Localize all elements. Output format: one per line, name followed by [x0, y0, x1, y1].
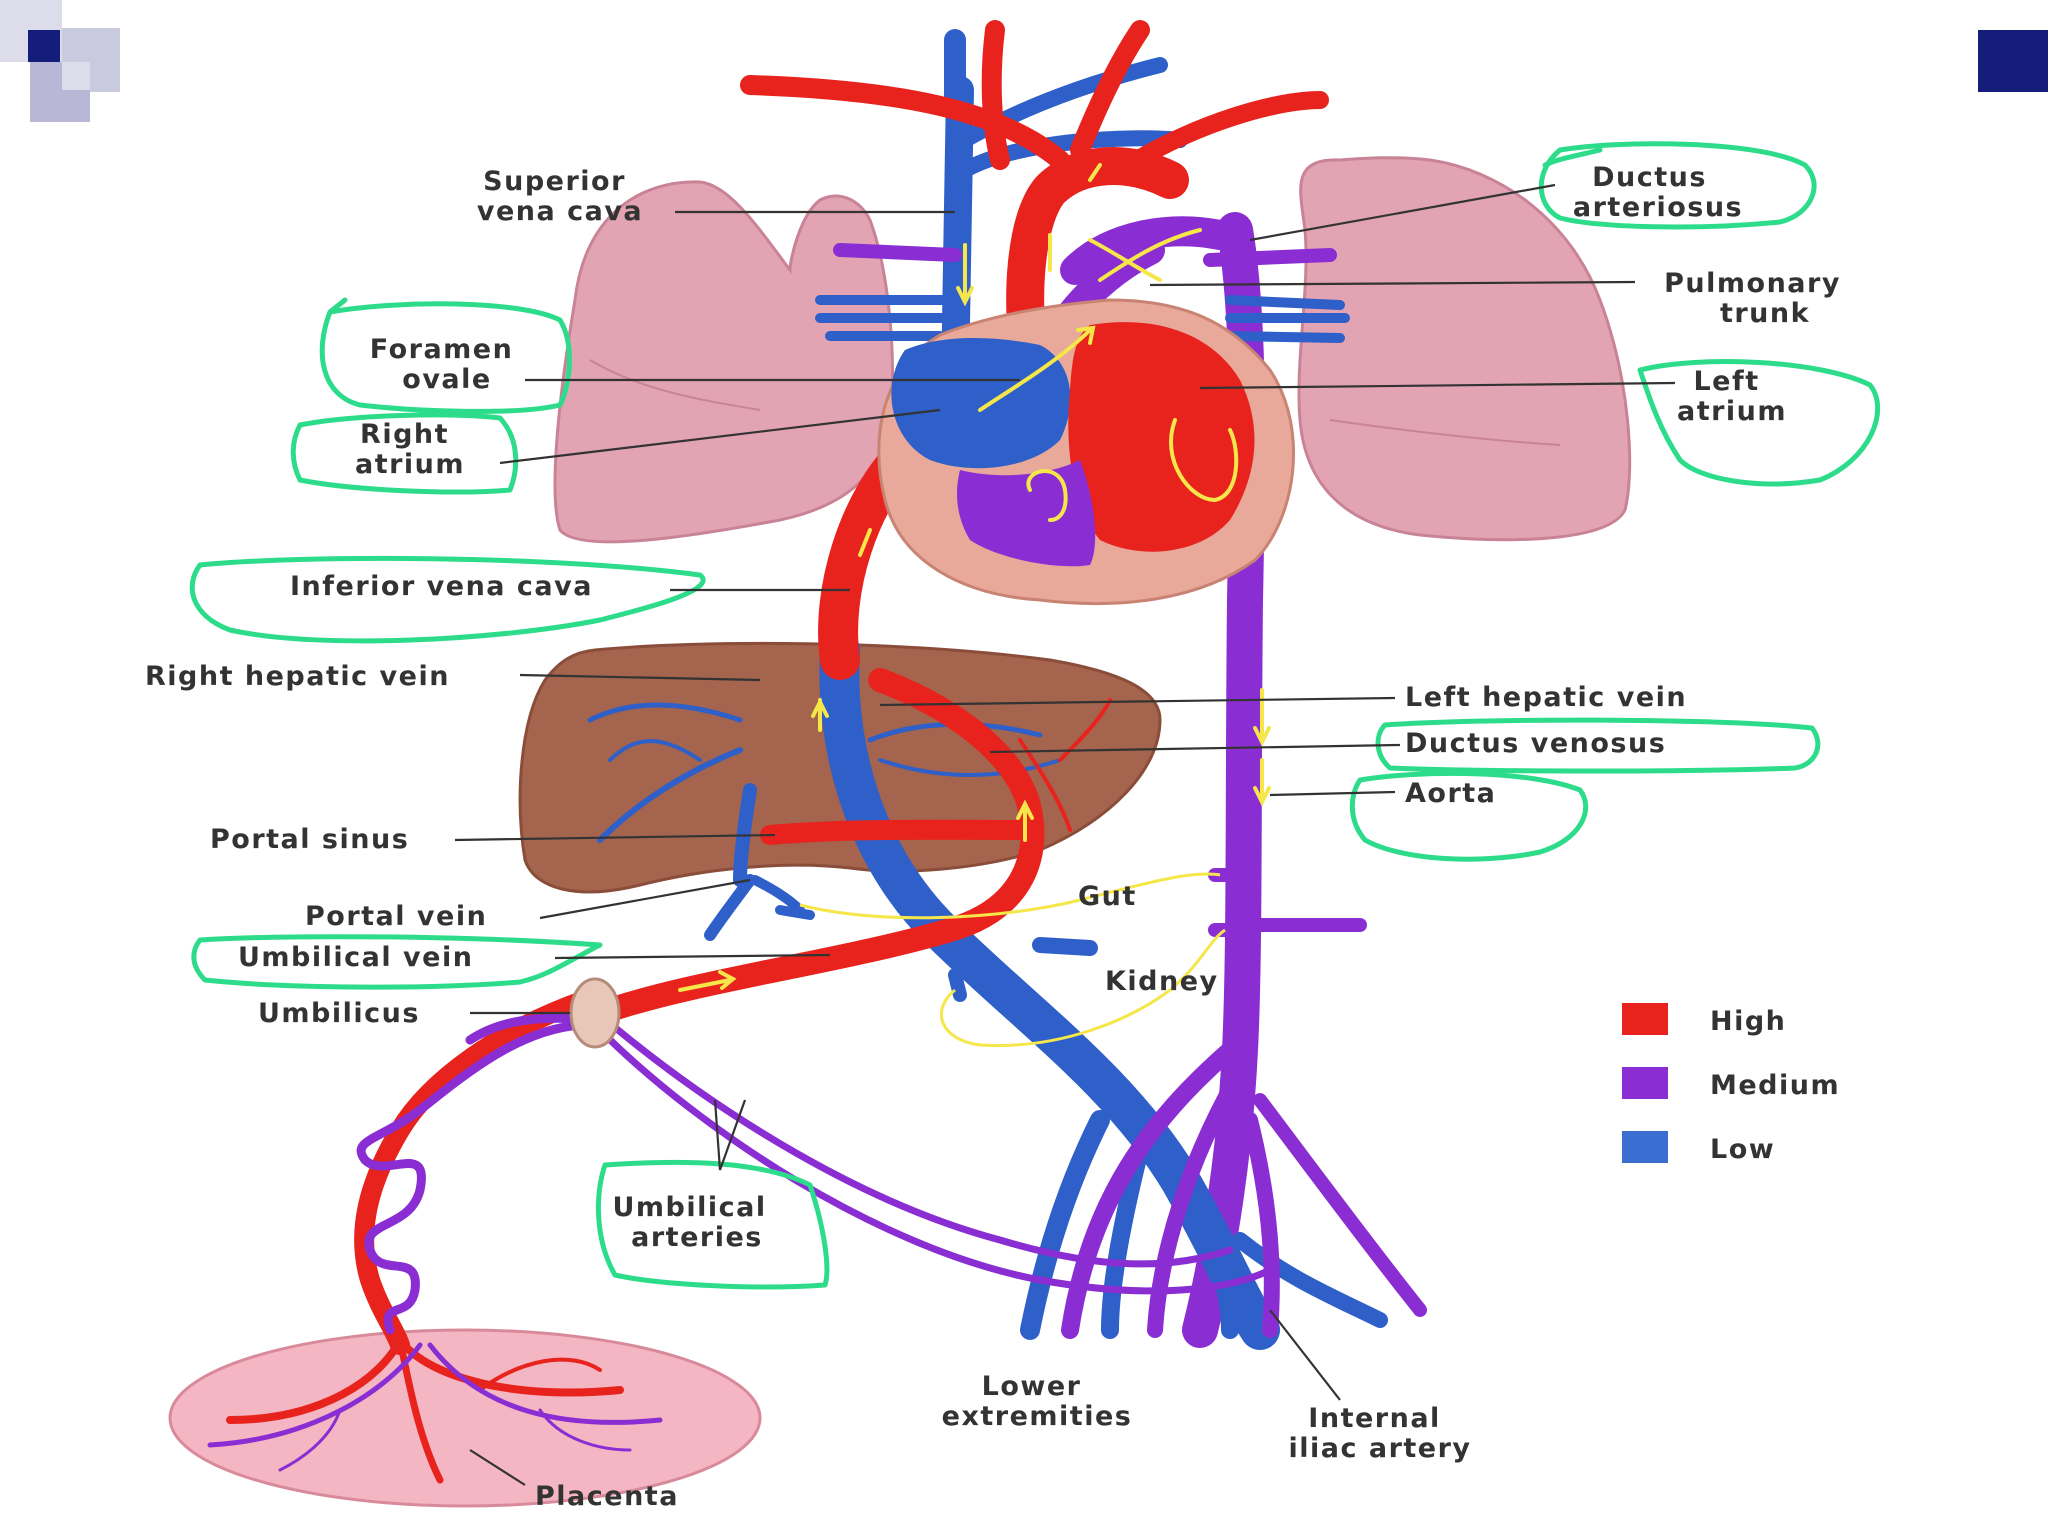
label-right-atrium: Right atrium	[355, 419, 465, 480]
label-ductus-arteriosus: Ductus arteriosus	[1573, 162, 1743, 223]
right-lung	[553, 180, 895, 544]
left-atrium	[1068, 322, 1255, 552]
umbilical-vein	[598, 668, 1045, 1022]
umbilical-cord-vein	[354, 990, 595, 1355]
head-arteries	[740, 20, 1329, 179]
label-portal-vein: Portal vein	[305, 901, 487, 932]
label-umbilical-arteries: Umbilical arteries	[612, 1192, 777, 1253]
kidney-loop	[939, 928, 1226, 1048]
right-ventricle	[957, 460, 1096, 567]
legend-label-medium: Medium	[1710, 1070, 1840, 1101]
right-atrium	[891, 338, 1071, 469]
label-ductus-venosus: Ductus venosus	[1405, 728, 1666, 759]
label-left-hepatic-vein: Left hepatic vein	[1405, 682, 1687, 713]
flow-arrows	[678, 163, 1271, 992]
umbilical-artery-1	[596, 1011, 1234, 1268]
portal-sinus	[760, 819, 1040, 845]
label-umbilicus: Umbilicus	[258, 998, 420, 1029]
label-internal-iliac-artery: Internal iliac artery	[1288, 1403, 1471, 1464]
label-right-hepatic-vein: Right hepatic vein	[145, 661, 450, 692]
legend-swatch-medium	[1622, 1067, 1668, 1099]
leader-lines	[454, 183, 1676, 1486]
label-pulmonary-trunk: Pulmonary trunk	[1664, 268, 1852, 329]
legend: High Medium Low	[1622, 1003, 1840, 1165]
label-placenta: Placenta	[535, 1481, 679, 1512]
label-foramen-ovale: Foramen ovale	[370, 334, 525, 395]
label-superior-vena-cava: Superior vena cava	[477, 166, 643, 227]
label-kidney: Kidney	[1105, 966, 1219, 997]
umbilical-cord-artery-coil	[356, 1020, 585, 1335]
umbilicus-ring	[569, 977, 621, 1049]
slide-corner-square	[1978, 30, 2048, 92]
umbilical-artery-2	[596, 1026, 1274, 1295]
legend-label-low: Low	[1710, 1134, 1775, 1165]
label-inferior-vena-cava: Inferior vena cava	[290, 571, 593, 602]
placenta	[168, 1328, 762, 1508]
label-umbilical-vein: Umbilical vein	[238, 942, 473, 973]
label-gut: Gut	[1078, 881, 1137, 912]
label-aorta: Aorta	[1405, 778, 1496, 809]
legend-swatch-low	[1622, 1131, 1668, 1163]
legend-swatch-high	[1622, 1003, 1668, 1035]
organ-branches	[775, 868, 1367, 1002]
lower-veins	[1020, 1110, 1388, 1340]
label-lower-extremities: Lower extremities	[942, 1371, 1133, 1432]
labels: Superior vena cava Ductus arteriosus Pul…	[145, 162, 1852, 1512]
placenta-vessels	[207, 1336, 663, 1484]
gut-loop	[799, 872, 1221, 920]
green-highlights	[189, 141, 1881, 1290]
lower-arteries	[1061, 1041, 1427, 1339]
pulmonary-vessels	[815, 243, 1350, 343]
aortic-arch-distal	[1060, 216, 1235, 285]
legend-label-high: High	[1710, 1006, 1786, 1037]
slide-corner-decoration	[0, 0, 120, 122]
label-left-atrium: Left atrium	[1677, 366, 1787, 427]
label-portal-sinus: Portal sinus	[210, 824, 409, 855]
